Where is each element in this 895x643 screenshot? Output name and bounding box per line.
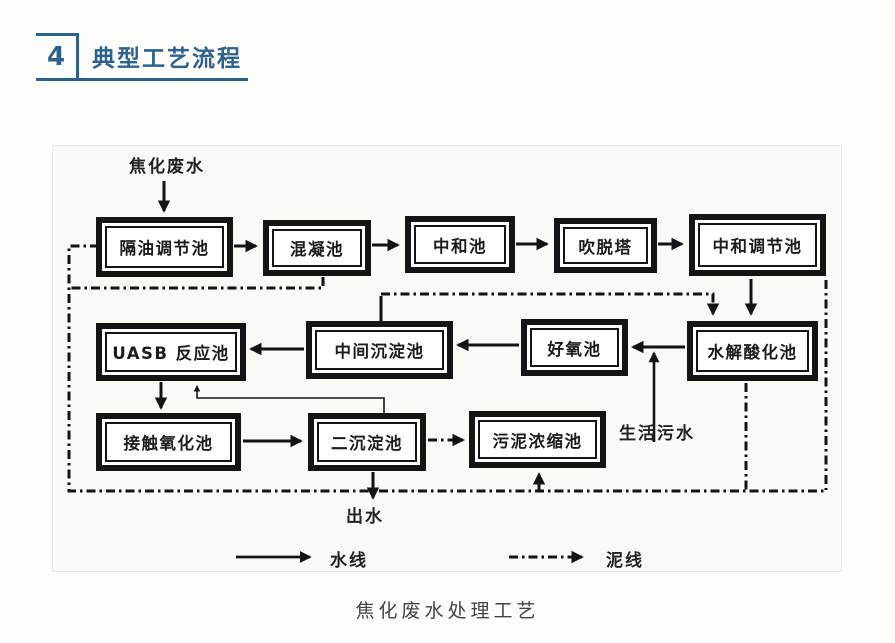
node-label: 接触氧化池 [105,422,232,462]
node-label: 好氧池 [530,328,619,367]
node-label: 中和调节池 [698,223,817,267]
section-header: 4 典型工艺流程 [36,33,248,81]
node-label: 污泥浓缩池 [478,420,597,459]
process-flow-diagram: 隔油调节池 混凝池 中和池 吹脱塔 中和调节池 UASB 反应池 中间沉淀池 好… [52,145,842,572]
node-label: 二沉淀池 [317,422,417,462]
node-oil-separation-tank: 隔油调节池 [96,217,233,277]
sludge-line-main-collector [67,244,826,493]
node-stripping-tower: 吹脱塔 [554,218,657,273]
node-secondary-sedimentation-tank: 二沉淀池 [308,413,426,471]
node-label: 水解酸化池 [696,330,809,372]
node-neutralization-tank: 中和池 [405,216,515,273]
section-number: 4 [36,33,79,78]
node-label: 吹脱塔 [563,227,648,264]
legend-water-label: 水线 [330,551,368,571]
node-neutralization-regulating-tank: 中和调节池 [689,214,826,276]
node-label: 隔油调节池 [105,226,224,268]
node-uasb-reactor: UASB 反应池 [96,323,246,381]
node-sludge-thickening-tank: 污泥浓缩池 [469,411,606,468]
node-hydrolysis-acidification-tank: 水解酸化池 [687,321,818,381]
node-label: 中和池 [414,225,506,264]
node-label: 混凝池 [272,229,362,267]
connector-lines [67,181,828,564]
node-coagulation-tank: 混凝池 [263,220,371,276]
node-label: 中间沉淀池 [315,330,444,370]
recirculation-line-secondary-to-uasb [193,384,385,414]
sludge-line-to-hydrolysis-tank [381,292,720,316]
node-aerobic-tank: 好氧池 [521,319,628,376]
sludge-line-coagulation-branch [71,277,325,290]
node-contact-oxidation-tank: 接触氧化池 [96,413,241,471]
diagram-caption: 焦化废水处理工艺 [355,600,540,622]
effluent-label: 出水 [346,507,384,527]
domestic-sewage-label: 生活污水 [619,424,695,444]
node-label: UASB 反应池 [105,332,237,372]
legend-sludge-label: 泥线 [606,551,644,571]
section-title: 典型工艺流程 [92,45,242,72]
node-intermediate-sedimentation-tank: 中间沉淀池 [306,321,453,379]
feed-label: 焦化废水 [129,157,205,177]
